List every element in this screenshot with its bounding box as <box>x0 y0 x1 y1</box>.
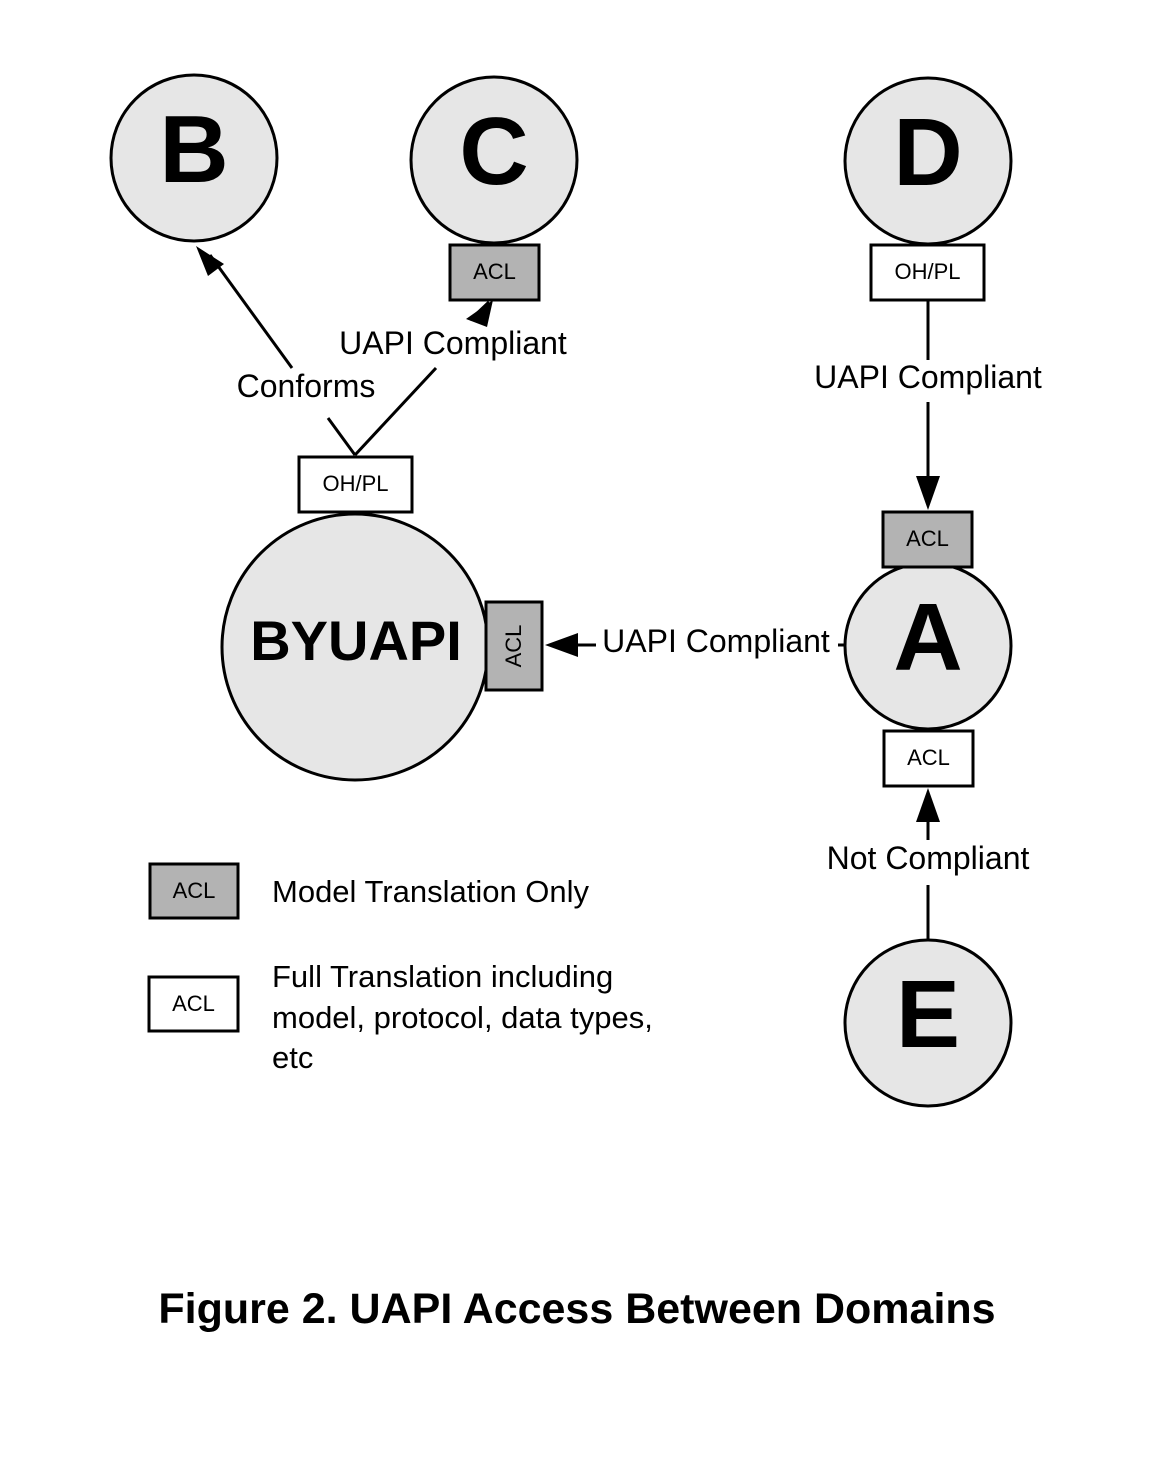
box-c-acl: ACL <box>448 243 541 302</box>
legend-model-box-rect <box>148 862 240 920</box>
box-c-acl-text: ACL <box>473 259 516 284</box>
box-d-ohpl: OH/PL <box>869 243 986 302</box>
node-byuapi-label: BYUAPI <box>250 609 462 672</box>
edge-label-conforms: Conforms <box>237 368 376 404</box>
edge-line-to-c-lower <box>353 366 438 457</box>
legend-full-label-line-2: model, protocol, data types, <box>272 1000 653 1035</box>
box-c-acl-rect <box>448 243 541 302</box>
box-byuapi-acl-rect <box>484 600 544 692</box>
edge-label-e-a: Not Compliant <box>827 840 1030 876</box>
node-byuapi: BYUAPI <box>220 512 490 782</box>
edge-line-conforms-lower <box>326 417 357 456</box>
legend-full-label-line-3: etc <box>272 1040 313 1075</box>
legend-full-box-text: ACL <box>172 991 215 1016</box>
node-d: D <box>843 76 1013 246</box>
box-a-acl-bottom-rect <box>882 729 975 788</box>
arrowhead-to-byuapi <box>545 633 578 657</box>
edge-label-byuapi-c: UAPI Compliant <box>339 325 567 361</box>
node-b-circle <box>109 73 279 243</box>
box-a-acl-top-text: ACL <box>906 526 949 551</box>
edge-label-d-a: UAPI Compliant <box>814 359 1042 395</box>
arrowhead-to-a-bottom <box>916 788 940 822</box>
box-byuapi-acl: ACL <box>484 600 544 692</box>
node-e-circle <box>843 938 1013 1108</box>
legend-model-label: Model Translation Only <box>272 874 590 909</box>
box-a-acl-top: ACL <box>881 510 974 569</box>
node-e: E <box>843 938 1013 1108</box>
node-a: A <box>843 561 1013 731</box>
legend-full-label-line-1: Full Translation including <box>272 959 613 994</box>
arrowheads <box>196 246 940 822</box>
node-c-label: C <box>459 98 528 205</box>
box-byuapi-acl-text: ACL <box>501 625 526 668</box>
node-c: C <box>409 75 579 245</box>
edge-label-a-byuapi: UAPI Compliant <box>602 623 830 659</box>
box-a-acl-bottom-text: ACL <box>907 745 950 770</box>
legend-model-box-text: ACL <box>173 878 216 903</box>
connectors <box>208 254 930 940</box>
box-a-acl-bottom: ACL <box>882 729 975 788</box>
arrowhead-to-c <box>466 300 493 327</box>
box-byuapi-ohpl-text: OH/PL <box>322 471 388 496</box>
box-a-acl-top-rect <box>881 510 974 569</box>
node-e-label: E <box>896 961 960 1068</box>
arrowhead-to-b <box>196 246 224 276</box>
node-a-label: A <box>893 584 962 691</box>
node-b: B <box>109 73 279 243</box>
figure-caption: Figure 2. UAPI Access Between Domains <box>158 1285 995 1333</box>
node-b-label: B <box>159 96 228 203</box>
arrowhead-to-a-top <box>916 476 940 510</box>
box-byuapi-ohpl-rect <box>297 455 414 514</box>
box-d-ohpl-rect <box>869 243 986 302</box>
box-byuapi-ohpl: OH/PL <box>297 455 414 514</box>
node-d-label: D <box>893 99 962 206</box>
node-c-circle <box>409 75 579 245</box>
legend-full-box-rect <box>147 975 240 1033</box>
legend: ACL Model Translation Only ACL Full Tran… <box>147 862 653 1075</box>
edge-line-conforms-upper <box>208 254 294 369</box>
box-d-ohpl-text: OH/PL <box>894 259 960 284</box>
